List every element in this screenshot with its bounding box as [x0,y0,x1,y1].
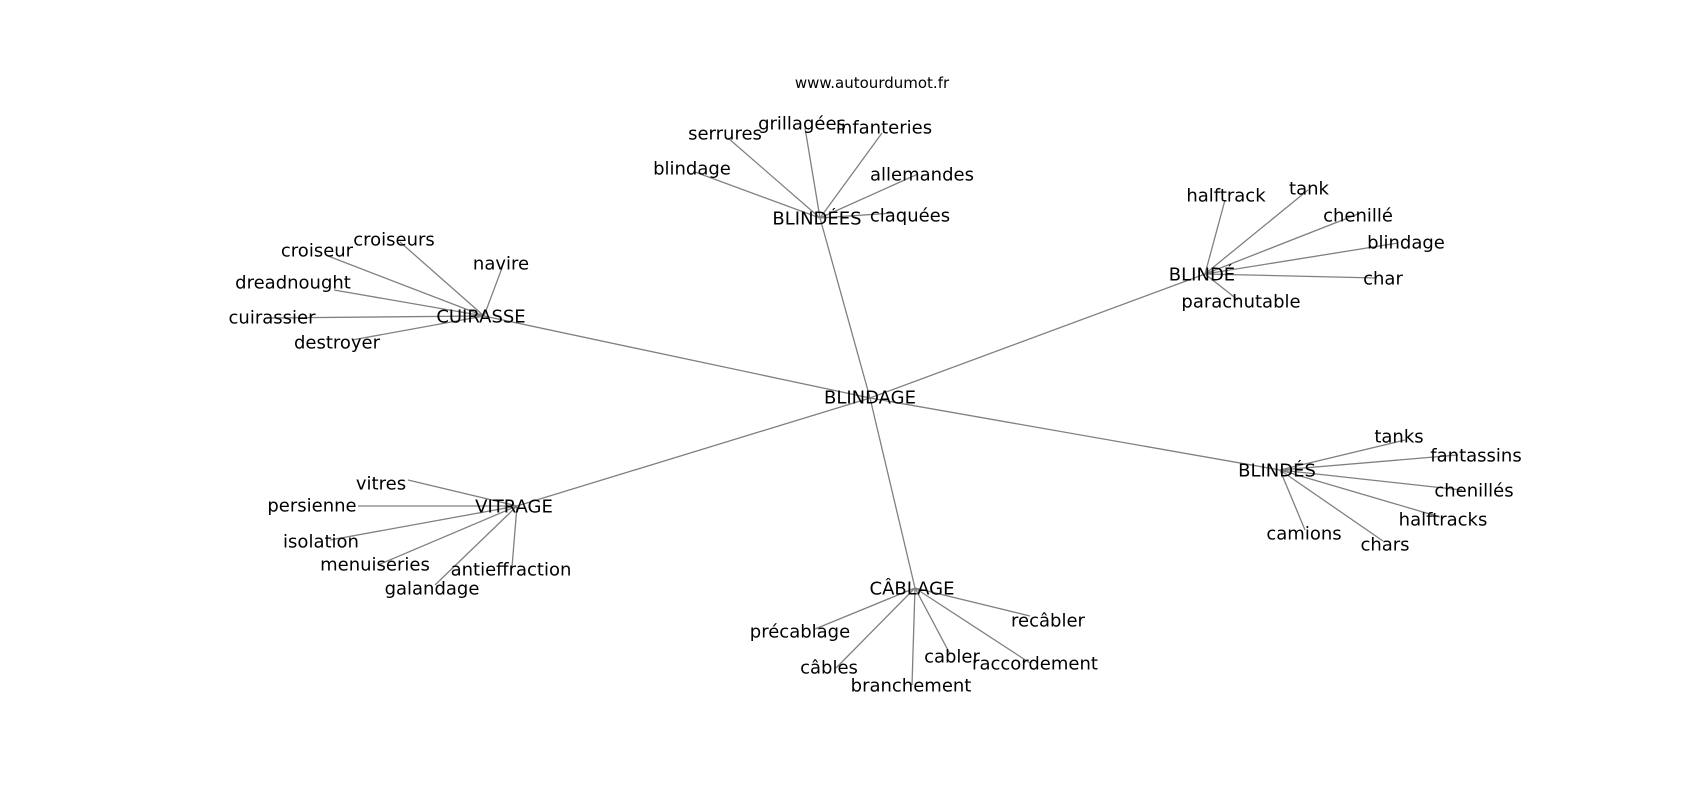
edge-hub-to-word [1204,213,1359,275]
leaf-word: branchement [851,676,972,697]
edge-center-to-hub [516,397,871,507]
hub-word: BLINDÉS [1238,460,1316,482]
leaf-word: halftrack [1186,186,1266,207]
edge-hub-to-word [511,505,518,568]
leaf-word: chars [1360,535,1409,556]
hub-word: CÂBLAGE [870,578,955,600]
edge-hub-to-word [1279,469,1463,491]
edge-hub-to-word [1279,454,1459,471]
edge-hub-to-word [1279,469,1441,518]
edge-hub-to-word [911,587,916,686]
leaf-word: galandage [385,579,480,600]
edge-hub-to-word [914,587,951,655]
leaf-word: persienne [267,496,356,517]
leaf-word: parachutable [1181,292,1300,313]
edge-hub-to-word [351,315,485,341]
hub-word: BLINDÉES [772,208,861,230]
leaf-word: isolation [283,532,359,553]
edge-hub-to-word [1279,439,1406,471]
edge-hub-to-word [333,289,485,317]
edge-hub-to-word [1204,242,1399,275]
graph-edges [266,127,1463,686]
edge-hub-to-word [407,479,518,507]
edge-hub-to-word [1204,199,1226,275]
leaf-word: navire [473,254,529,275]
leaf-word: claquées [870,206,950,227]
edge-hub-to-word [377,505,518,566]
edge-hub-to-word [327,255,485,317]
leaf-word: croiseurs [353,230,435,251]
leaf-word: recâbler [1011,611,1086,632]
edge-hub-to-word [1279,469,1306,531]
graph-labels: www.autourdumot.fr BLINDAGE BLINDÉES serru… [229,74,1522,697]
leaf-word: chenillés [1434,481,1513,502]
hub-word: CUIRASSE [436,307,525,328]
leaf-word: blindage [653,159,731,180]
edge-center-to-hub [869,397,916,589]
edge-hub-to-word [1204,189,1309,275]
edge-hub-to-word [804,127,821,219]
leaf-word: char [1363,269,1403,290]
edge-hub-to-word [819,173,919,219]
edge-hub-to-word [483,267,503,317]
leaf-word: cuirassier [229,308,317,329]
leaf-word: raccordement [972,654,1098,675]
leaf-word: destroyer [294,333,381,354]
leaf-word: câbles [800,658,858,679]
leaf-word: tanks [1374,427,1423,448]
leaf-word: grillagées [758,114,846,135]
leaf-word: vitres [356,474,406,495]
leaf-word: halftracks [1399,510,1488,531]
edge-hub-to-word [694,171,821,219]
edge-hub-to-word [1204,273,1239,301]
edge-center-to-hub [869,397,1281,471]
leaf-word: dreadnought [235,273,351,294]
leaf-word: menuiseries [320,555,430,576]
edge-center-to-hub [483,315,871,399]
edge-hub-to-word [266,315,485,319]
leaf-word: cabler [924,647,980,668]
edge-hub-to-word [434,505,518,586]
edge-center-to-hub [869,273,1206,399]
edge-hub-to-word [399,241,485,317]
site-credit: www.autourdumot.fr [795,74,950,92]
hub-word: VITRAGE [475,497,553,518]
leaf-word: croiseur [281,241,354,262]
leaf-word: chenillé [1323,206,1393,227]
leaf-word: fantassins [1430,446,1521,467]
leaf-word: serrures [688,124,762,145]
edge-hub-to-word [819,132,883,219]
edge-hub-to-word [727,137,821,219]
leaf-word: antieffraction [451,560,572,581]
edge-hub-to-word [1279,469,1384,542]
leaf-word: infanteries [836,118,932,139]
leaf-word: allemandes [870,165,974,186]
leaf-word: camions [1266,524,1341,545]
edge-hub-to-word [329,505,518,541]
edge-hub-to-word [814,587,916,630]
center-word: BLINDAGE [824,388,916,409]
edge-hub-to-word [914,587,1031,617]
edge-hub-to-word [835,587,916,669]
leaf-word: blindage [1367,233,1445,254]
leaf-word: précablage [750,622,850,643]
edge-hub-to-word [1204,273,1378,279]
hub-word: BLINDÉ [1169,264,1235,286]
edge-hub-to-word [819,212,894,219]
leaf-word: tank [1289,179,1329,200]
edge-center-to-hub [819,217,871,399]
edge-hub-to-word [914,587,1031,664]
